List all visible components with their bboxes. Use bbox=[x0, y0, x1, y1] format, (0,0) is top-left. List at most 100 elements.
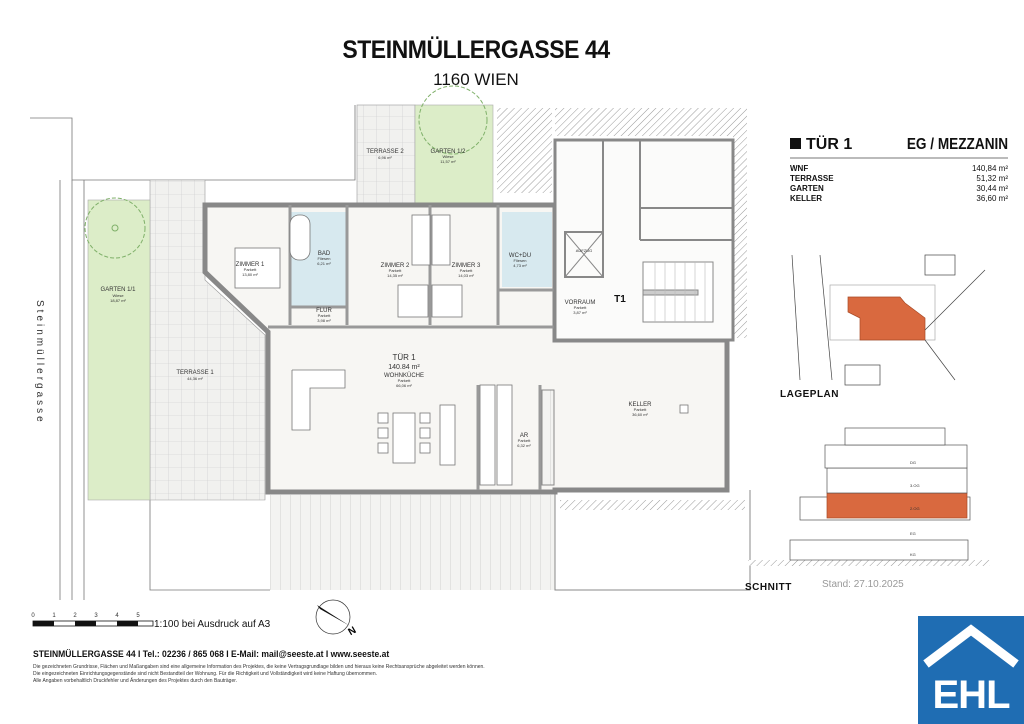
scale-tick: 2 bbox=[73, 613, 77, 619]
room-name-wohnkueche: WOHNKÜCHE bbox=[384, 372, 424, 379]
hatched-wall bbox=[560, 500, 745, 510]
section-floor-kg: KG bbox=[910, 552, 916, 557]
scale-tick: 1 bbox=[52, 613, 56, 619]
section-label: SCHNITT bbox=[745, 582, 792, 593]
room-area-garten-1-2: 11,57 m² bbox=[440, 159, 456, 164]
room-area-garten-1-1: 18,87 m² bbox=[110, 298, 126, 303]
unit-level: EG / MEZZANIN bbox=[906, 136, 1008, 153]
square-icon bbox=[790, 138, 801, 149]
scale-tick: 0 bbox=[31, 613, 35, 619]
garten-1-1-area bbox=[87, 199, 151, 501]
building-outline bbox=[554, 490, 751, 591]
stair-treads bbox=[654, 262, 706, 322]
scale-bar: 0 1 2 3 4 5 bbox=[31, 613, 154, 627]
room-floor-wc-du: Fliesen bbox=[514, 258, 527, 263]
section-floor-eg: EG bbox=[910, 531, 916, 536]
unit-title: TÜR 1 bbox=[806, 136, 853, 153]
section-floor-dg: DG bbox=[910, 460, 916, 465]
section-floor-3og: 3.OG bbox=[910, 483, 920, 488]
tree-icon bbox=[418, 85, 488, 155]
room-area-bad: 6,21 m² bbox=[317, 261, 331, 266]
room-floor-garten-1-1: Wiese bbox=[112, 293, 124, 298]
unit-header: TÜR 1 EG / MEZZANIN bbox=[790, 136, 1008, 159]
room-name-garten-1-1: GARTEN 1/1 bbox=[101, 287, 137, 293]
furniture bbox=[234, 214, 689, 486]
hatched-wall bbox=[497, 108, 552, 193]
interior-stair bbox=[541, 389, 555, 486]
room-area-flur: 3,98 m² bbox=[317, 318, 331, 323]
logo-text: EHL bbox=[932, 673, 1011, 717]
scale-tick: 5 bbox=[136, 613, 140, 619]
north-arrow-icon: N bbox=[315, 599, 359, 638]
paving-area bbox=[270, 495, 555, 590]
disclaimer-line: Die gezeichneten Grundrisse, Flächen und… bbox=[33, 664, 485, 670]
scale-tick: 3 bbox=[94, 613, 98, 619]
room-name-zimmer-3: ZIMMER 3 bbox=[452, 263, 481, 269]
room-name-terrasse-2: TERRASSE 2 bbox=[366, 149, 404, 155]
room-area-zimmer-3: 14,03 m² bbox=[458, 273, 474, 278]
room-area-zimmer-1: 13,80 m² bbox=[242, 272, 258, 277]
stair-label: T1 bbox=[614, 294, 626, 305]
room-floor-zimmer-1: Parkett bbox=[244, 267, 258, 272]
hatched-wall bbox=[733, 108, 747, 338]
date-label: Stand: 27.10.2025 bbox=[822, 579, 904, 590]
room-floor-ar: Parkett bbox=[518, 438, 532, 443]
room-area-wohnkueche: 66,06 m² bbox=[396, 383, 412, 388]
street-label: Steinmüllergasse bbox=[34, 300, 45, 425]
contact-line: STEINMÜLLERGASSE 44 I Tel.: 02236 / 865 … bbox=[33, 649, 390, 660]
wc-area bbox=[502, 212, 552, 287]
roof-icon bbox=[923, 624, 1019, 668]
room-area-keller: 36,60 m² bbox=[632, 412, 648, 417]
room-name-zimmer-1: ZIMMER 1 bbox=[236, 262, 265, 268]
site-plan-label: LAGEPLAN bbox=[780, 389, 839, 400]
room-area-wc-du: 4,73 m² bbox=[513, 263, 527, 268]
room-area-terrasse-1: 44,36 m² bbox=[187, 376, 203, 381]
tree-icon bbox=[84, 197, 146, 259]
room-name-keller: KELLER bbox=[628, 402, 652, 408]
garten-1-2-area bbox=[414, 104, 494, 206]
svg-text:N: N bbox=[347, 625, 359, 638]
section-floor-2og: 2.OG bbox=[910, 506, 920, 511]
room-name-vorraum: VORRAUM bbox=[565, 300, 596, 306]
room-area-ar: 6,32 m² bbox=[517, 443, 531, 448]
room-name-garten-1-2: GARTEN 1/2 bbox=[431, 149, 467, 155]
site-plan bbox=[791, 254, 986, 386]
room-name-bad: BAD bbox=[318, 251, 331, 257]
page-subtitle: 1160 WIEN bbox=[433, 70, 519, 89]
scale-tick: 4 bbox=[115, 613, 119, 619]
hatched-wall bbox=[555, 108, 735, 136]
room-floor-zimmer-2: Parkett bbox=[389, 268, 403, 273]
room-name-wc-du: WC+DU bbox=[509, 253, 531, 259]
room-name-flur: FLUR bbox=[316, 308, 332, 314]
tree-trunk-icon bbox=[111, 224, 119, 232]
site-boundary bbox=[30, 105, 356, 600]
room-floor-flur: Parkett bbox=[318, 313, 332, 318]
room-name-ar: AR bbox=[520, 433, 529, 439]
room-area-terrasse-2: 6,96 m² bbox=[378, 155, 392, 160]
room-floor-zimmer-3: Parkett bbox=[460, 268, 474, 273]
elevator-label: AUFZUG bbox=[576, 248, 592, 253]
room-floor-keller: Parkett bbox=[634, 407, 648, 412]
room-name-terrasse-1: TERRASSE 1 bbox=[176, 370, 214, 376]
room-floor-wohnkueche: Parkett bbox=[398, 378, 412, 383]
section-drawing: DG 3.OG 2.OG EG KG bbox=[748, 427, 990, 566]
ehl-logo: EHL bbox=[918, 616, 1024, 724]
scale-text: 1:100 bei Ausdruck auf A3 bbox=[154, 619, 271, 630]
page-title: STEINMÜLLERGASSE 44 bbox=[342, 36, 610, 64]
stair-core bbox=[553, 138, 735, 342]
disclaimer-line: Die eingezeichneten Einrichtungsgegenstä… bbox=[33, 671, 378, 677]
room-floor-bad: Fliesen bbox=[318, 256, 331, 261]
room-floor-vorraum: Parkett bbox=[574, 305, 588, 310]
room-floor-garten-1-2: Wiese bbox=[442, 154, 454, 159]
disclaimer-line: Alle Angaben vorbehaltlich Druckfehler u… bbox=[33, 678, 238, 684]
unit-total-area: 140.84 m² bbox=[388, 364, 420, 371]
room-name-zimmer-2: ZIMMER 2 bbox=[381, 263, 410, 269]
room-area-vorraum: 3,87 m² bbox=[573, 310, 587, 315]
unit-label: TÜR 1 bbox=[392, 353, 416, 362]
